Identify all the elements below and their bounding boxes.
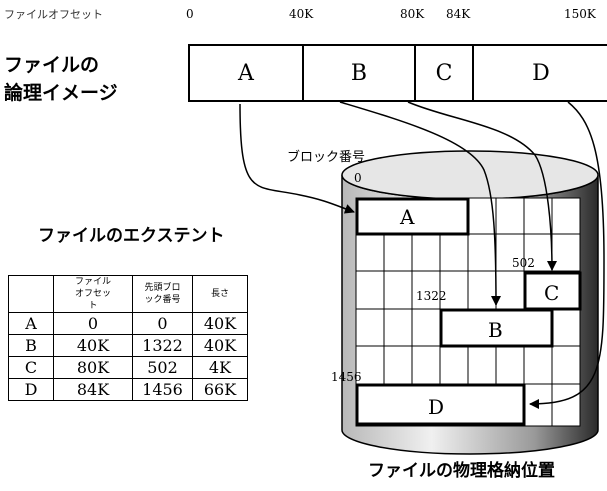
row-d-start-block: 1456 [132,378,193,401]
extent-title: ファイルのエクステント [38,226,225,246]
row-c-length: 4K [192,356,248,379]
extent-table-header: ファイル オフセット 先頭ブロック番号 長さ [8,275,248,313]
extent-table: ファイル オフセット 先頭ブロック番号 長さ A 0 0 40K B 40K 1… [8,275,248,401]
table-row: D 84K 1456 66K [8,378,248,401]
disk-block-a-label: A [400,205,415,229]
offset-tick-0: 0 [186,7,194,21]
row-b-name: B [8,334,54,357]
marker-502: 502 [512,256,535,270]
disk-block-d-label: D [428,395,445,419]
header-length: 長さ [192,275,248,313]
offset-tick-84k: 84K [446,7,471,21]
disk-block-c [523,271,582,311]
arrow-a [239,103,355,214]
physical-location-caption: ファイルの物理格納位置 [368,461,555,481]
arrow-b [339,101,501,306]
row-c-name: C [8,356,54,379]
header-start-block: 先頭ブロック番号 [132,275,193,313]
arrow-c [407,101,557,271]
logical-image-row: A B C D [188,44,607,102]
row-d-name: D [8,378,54,401]
row-a-name: A [8,312,54,335]
offset-tick-150k: 150K [564,7,596,21]
table-row: B 40K 1322 40K [8,334,248,357]
disk-block-d [355,383,526,426]
logical-segment-d: D [472,46,607,100]
disk-block-a [355,197,470,236]
header-file-offset: ファイル オフセット [53,275,133,313]
logical-segment-a: A [238,60,254,86]
row-b-start-block: 1322 [132,334,193,357]
row-a-offset: 0 [53,312,133,335]
row-a-length: 40K [192,312,248,335]
table-row: A 0 0 40K [8,312,248,335]
row-b-offset: 40K [53,334,133,357]
disk-block-b-label: B [488,318,503,342]
offset-tick-40k: 40K [289,7,314,21]
logical-image-label-line1: ファイルの [4,54,100,76]
offset-tick-80k: 80K [400,7,425,21]
row-b-length: 40K [192,334,248,357]
marker-1456: 1456 [331,370,362,384]
logical-segment-b: B [302,46,414,100]
disk-block-c-label: C [544,281,560,305]
row-a-start-block: 0 [132,312,193,335]
block-start-0: 0 [354,171,362,185]
marker-1322: 1322 [416,289,447,303]
table-row: C 80K 502 4K [8,356,248,379]
row-d-offset: 84K [53,378,133,401]
logical-image-label-line2: 論理イメージ [4,82,118,104]
row-c-offset: 80K [53,356,133,379]
arrow-d [529,101,605,409]
header-empty [8,275,54,313]
logical-segment-c: C [414,46,472,100]
block-number-label: ブロック番号 [287,150,366,165]
offset-axis-label: ファイルオフセット [4,8,103,21]
disk-block-b [439,308,554,348]
row-c-start-block: 502 [132,356,193,379]
row-d-length: 66K [192,378,248,401]
